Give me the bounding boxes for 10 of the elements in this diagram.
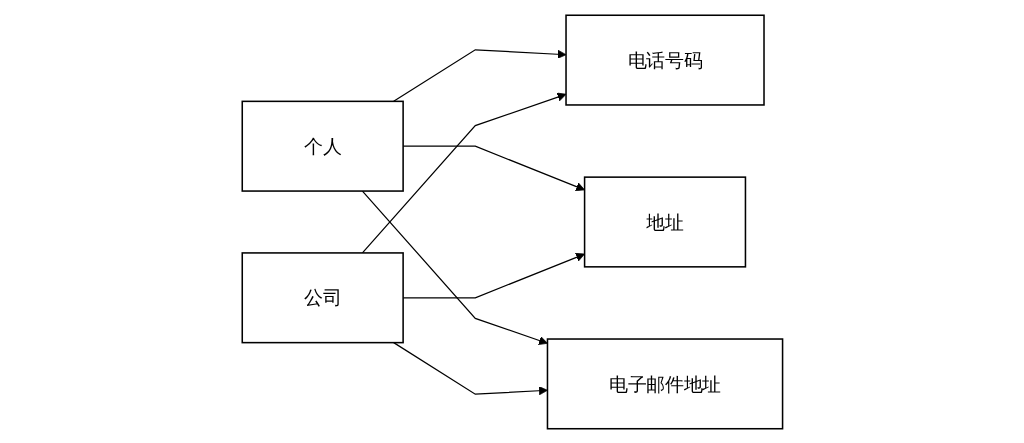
arrow	[402, 145, 585, 191]
arrow	[392, 341, 548, 395]
node-box: 公司	[241, 251, 404, 343]
arrow	[402, 252, 585, 298]
node-box: 地址	[583, 175, 746, 268]
arrow	[361, 92, 566, 254]
node-box: 电子邮件地址	[546, 337, 783, 429]
node-box: 个人	[241, 100, 404, 192]
node-box: 电话号码	[564, 13, 765, 106]
arrow	[361, 189, 548, 345]
